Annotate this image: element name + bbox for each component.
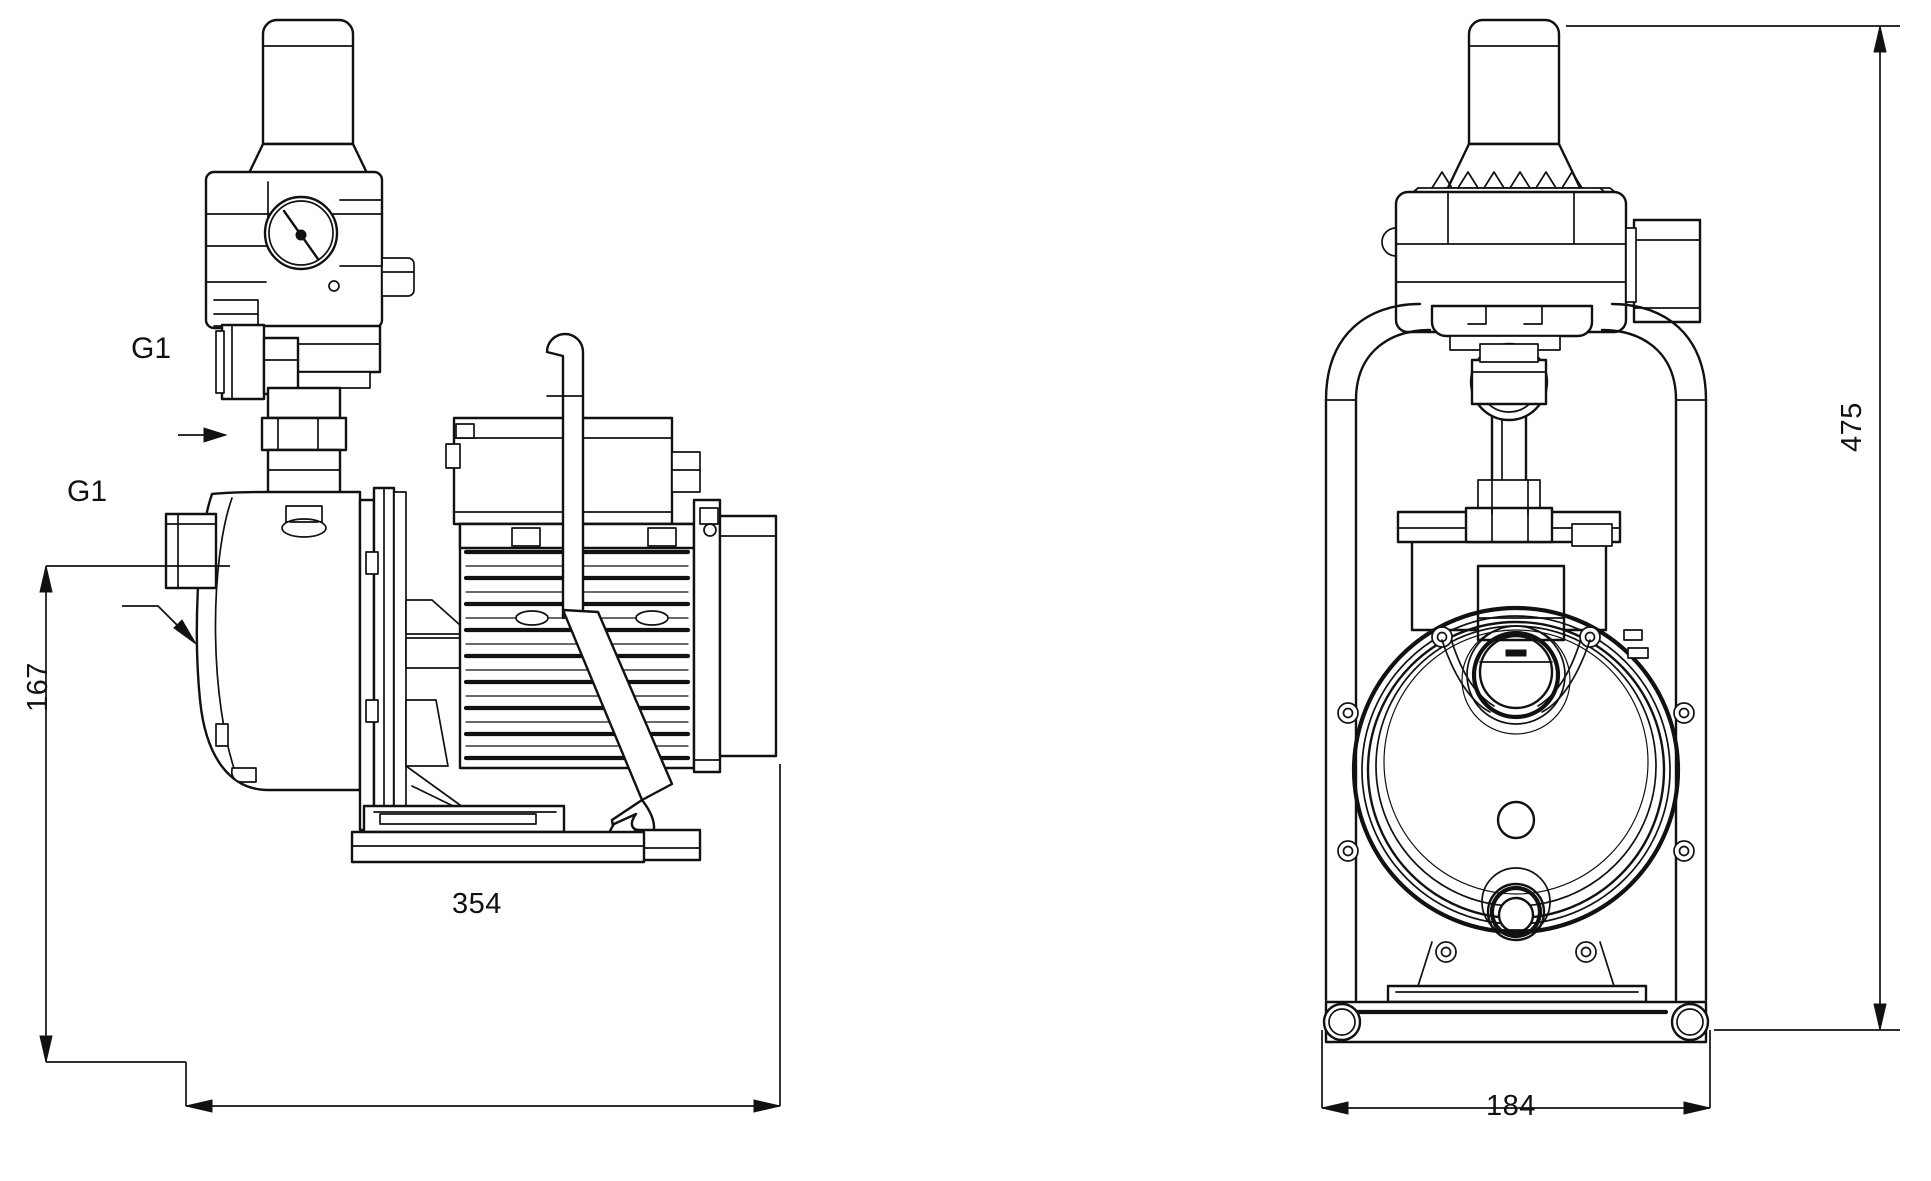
dim-text-354: 354: [452, 888, 502, 920]
g1-bottom-leader: [122, 605, 197, 645]
label-g1-bottom: G1: [67, 475, 108, 508]
side-view-group: [164, 18, 778, 864]
top-g1-port: [215, 323, 300, 401]
dim-354: [185, 764, 781, 1113]
dim-167: [39, 565, 230, 1063]
dim-184: [1321, 1030, 1711, 1115]
dim-475: [1566, 25, 1900, 1031]
motor-rear-cover: [692, 498, 778, 774]
front-suction-elbow: [1469, 342, 1549, 422]
pressure-controller-cap-icon: [236, 18, 380, 198]
riser-pipe: [260, 386, 348, 496]
front-frame-rails: [1324, 302, 1708, 1002]
dim-text-184: 184: [1486, 1090, 1536, 1122]
dim-text-475: 475: [1836, 402, 1868, 452]
front-controller-cap-icon: [1442, 18, 1586, 198]
pressure-gauge-icon: [263, 195, 339, 271]
front-lantern-block: [1396, 479, 1622, 642]
front-view-group: [1322, 18, 1710, 1044]
gauge-mount: [328, 199, 383, 292]
bottom-g1-port: [164, 512, 218, 590]
front-casing-boss: [1461, 625, 1571, 735]
front-base: [1322, 941, 1710, 1044]
g1-top-leader: [178, 427, 228, 443]
base-plate: [350, 804, 646, 864]
dimension-lines: [39, 25, 1900, 1115]
pump-casing: [195, 490, 362, 792]
front-drain-boss: [1481, 867, 1551, 942]
dim-text-167: 167: [22, 662, 54, 712]
front-controller-body: [1381, 190, 1702, 351]
front-pump-casing-circle: [1337, 605, 1695, 963]
label-g1-top: G1: [131, 332, 172, 365]
casing-bolts: [1337, 626, 1695, 963]
